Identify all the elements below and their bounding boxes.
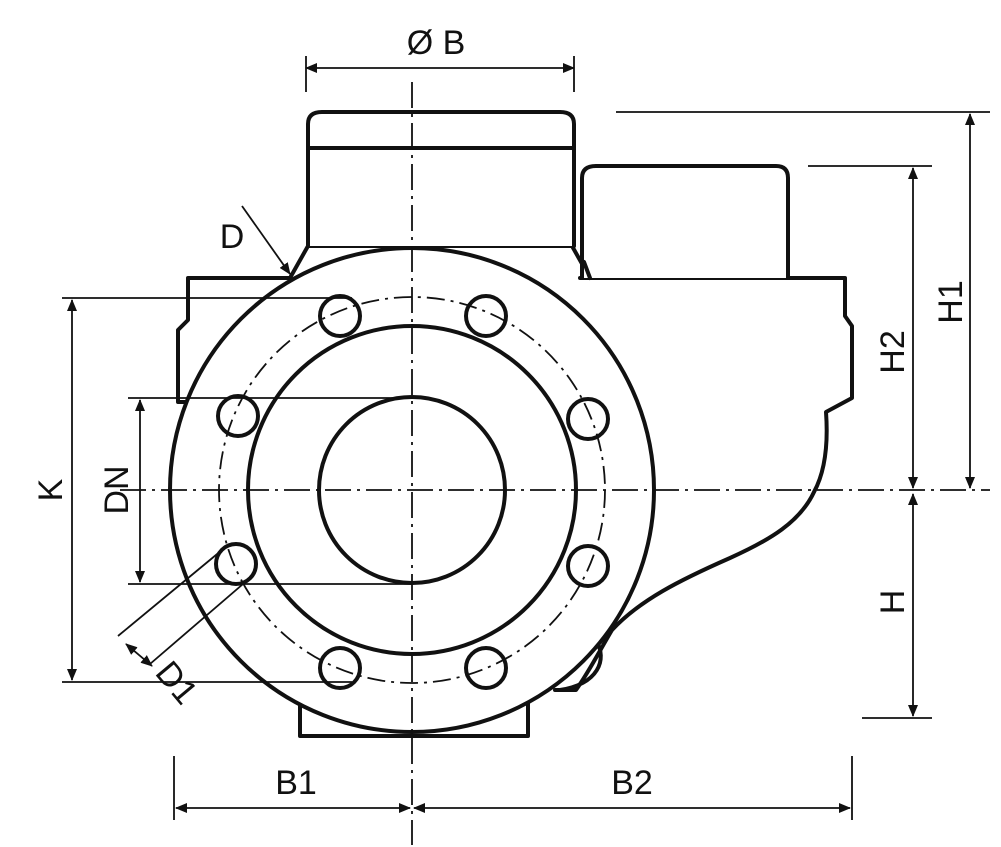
base-foot (298, 698, 530, 738)
extension-line (149, 577, 251, 665)
label-h2: H2 (874, 330, 912, 373)
label-dia-b: Ø B (407, 24, 466, 62)
terminal-box (580, 164, 790, 280)
label-b1: B1 (275, 764, 317, 802)
dimensions (62, 56, 990, 820)
bolt-hole (566, 544, 610, 588)
bolt-hole (566, 397, 610, 441)
label-d1: D1 (148, 654, 205, 712)
label-h: H (874, 590, 912, 615)
dim-d-leader (241, 205, 291, 275)
label-h1: H1 (932, 280, 970, 323)
bolt-hole (464, 294, 508, 338)
bolt-hole (318, 294, 362, 338)
center-lines (120, 82, 990, 845)
terminal-box-edge (582, 260, 592, 280)
label-b2: B2 (611, 764, 653, 802)
housing-outline (176, 276, 854, 692)
extension-line (117, 549, 223, 637)
dim-d1-line (125, 643, 153, 667)
pump-body (168, 110, 854, 738)
label-d: D (220, 218, 245, 256)
bolt-hole (318, 646, 362, 690)
motor-housing (306, 110, 576, 248)
label-dn: DN (98, 465, 136, 514)
bolt-hole (216, 394, 260, 438)
bolt-holes (214, 294, 610, 690)
label-k: K (32, 478, 70, 501)
bolt-hole (464, 646, 508, 690)
